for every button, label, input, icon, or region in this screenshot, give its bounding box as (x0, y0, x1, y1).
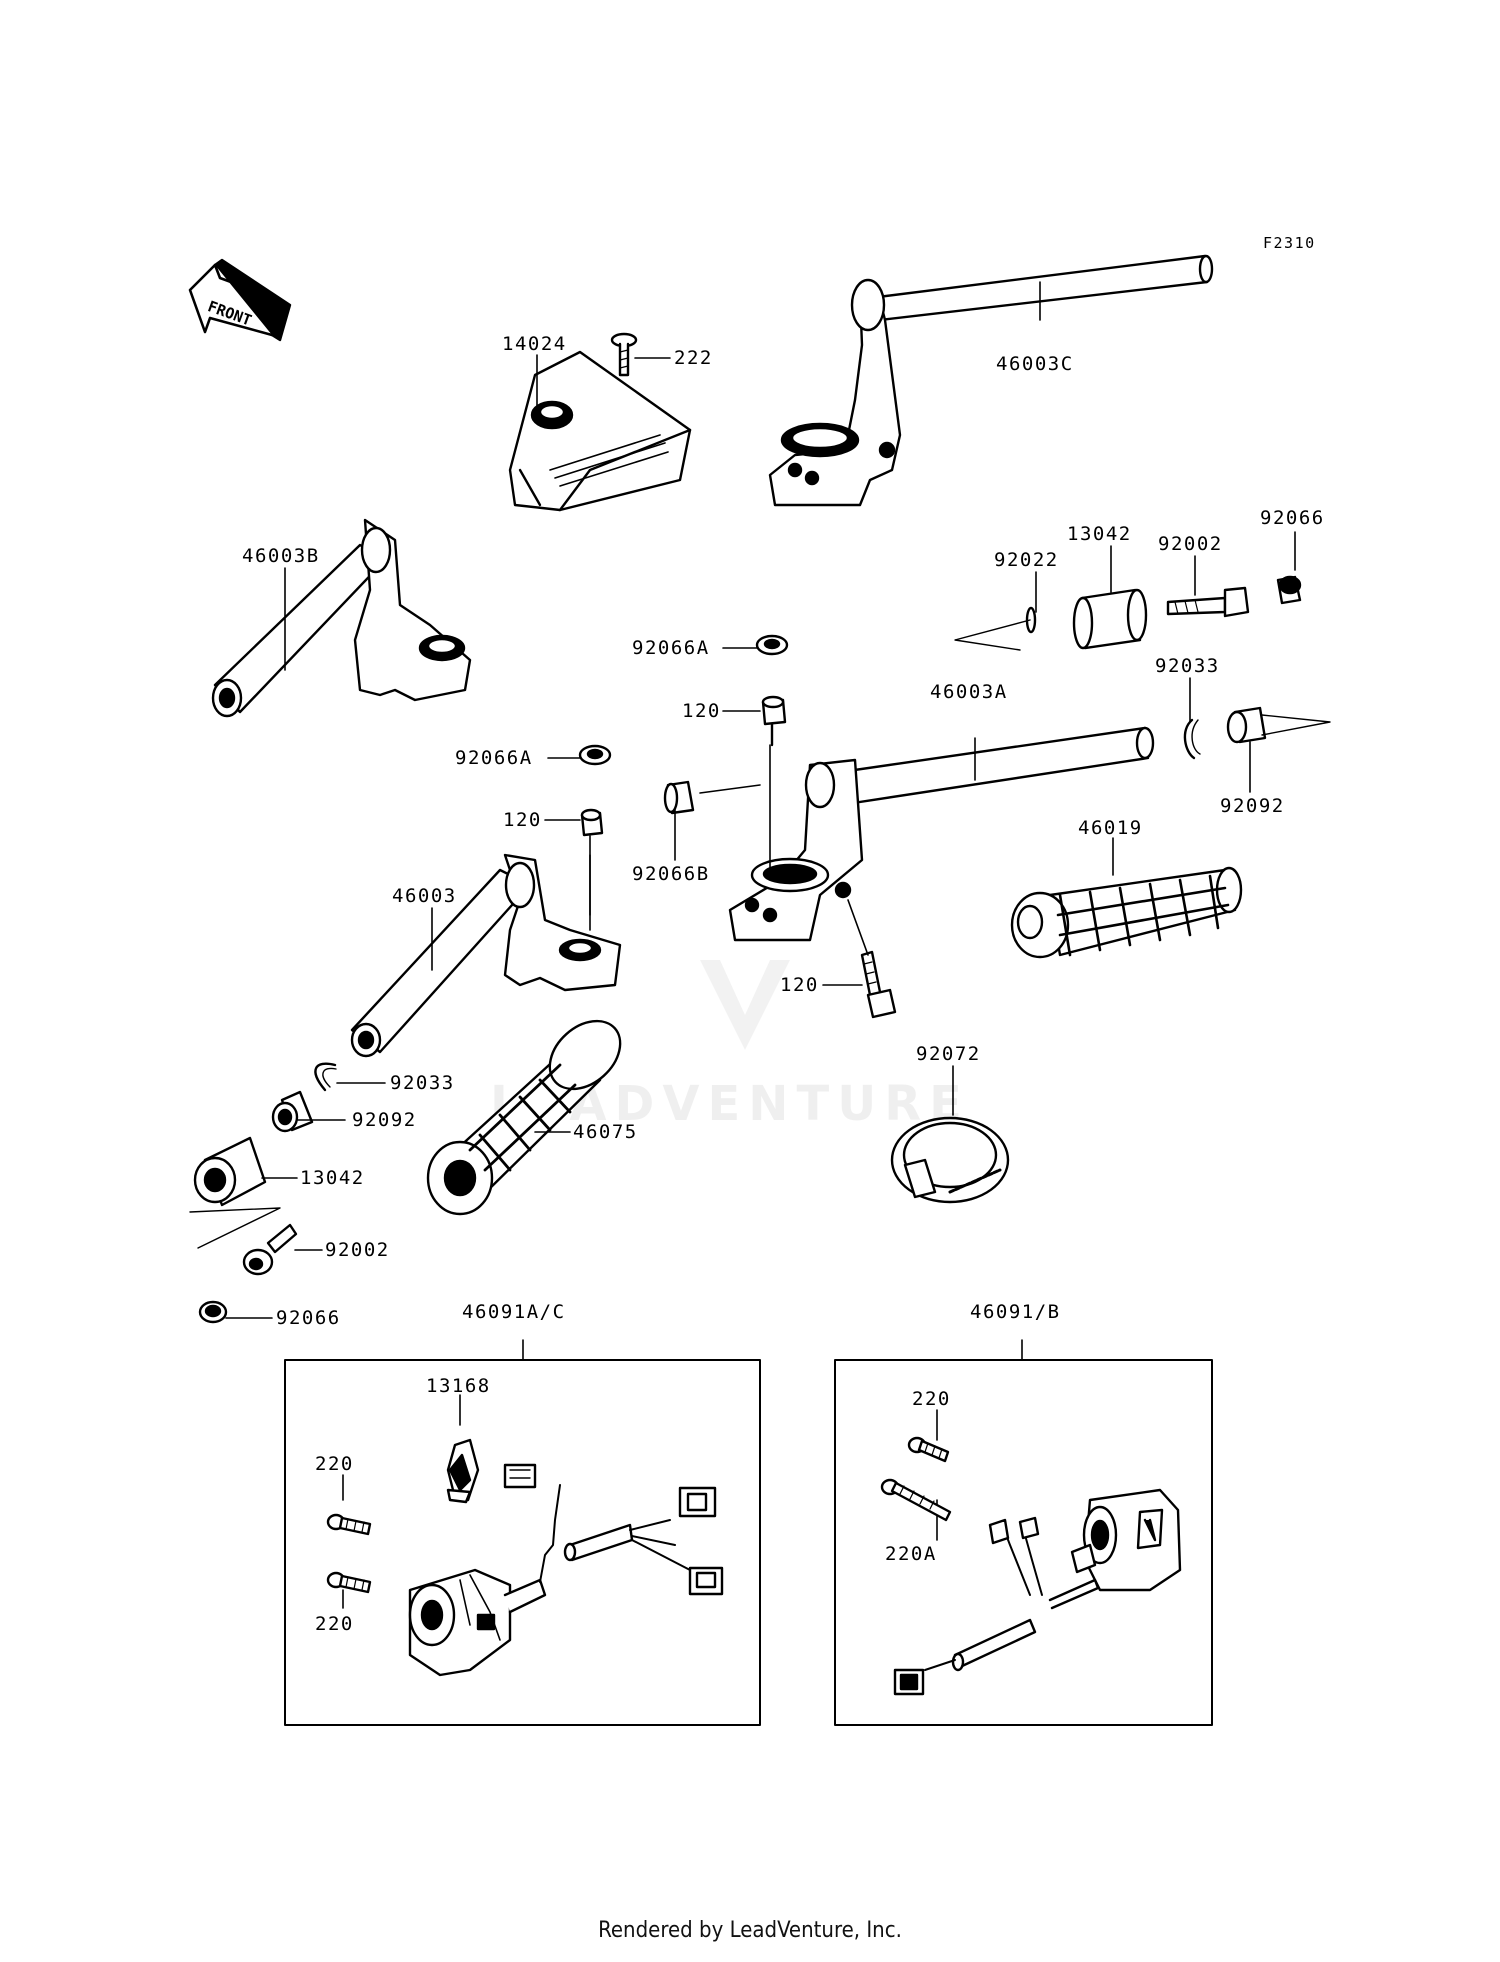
part-46003C-handlebar (768, 254, 1214, 507)
part-number: 92066A (632, 637, 710, 659)
part-92066A-washer (578, 744, 612, 766)
footer-credit: Rendered by LeadVenture, Inc. (598, 1918, 902, 1943)
part-92066-plug (1276, 575, 1302, 605)
part-222-screw (610, 332, 638, 377)
part-number: 220A (885, 1543, 937, 1565)
part-92033-circlip (1183, 718, 1201, 760)
part-92092-collar (1226, 706, 1331, 744)
part-92002-bolt (242, 1223, 298, 1276)
part-92072-band (890, 1116, 1010, 1204)
part-92022-circlip (954, 606, 1037, 651)
part-120-bolt (580, 808, 604, 916)
part-number: 46003C (996, 353, 1074, 375)
part-number: 92072 (916, 1043, 981, 1065)
part-46003A-handlebar (699, 726, 1155, 942)
front-arrow-icon: FRONT (188, 258, 292, 342)
part-220-screw (907, 1436, 950, 1463)
part-number: 220 (315, 1453, 354, 1475)
part-number: 120 (780, 974, 819, 996)
part-120-bolt (847, 899, 897, 1019)
part-number: 92066B (632, 863, 710, 885)
part-number: 46003B (242, 545, 320, 567)
part-46003-handlebar (350, 853, 622, 1058)
part-number: 92033 (1155, 655, 1220, 677)
part-92066B-plug (663, 780, 695, 815)
part-number: 222 (674, 347, 713, 369)
part-number: 120 (503, 809, 542, 831)
part-switch-housing-left (408, 1463, 724, 1677)
part-number: 14024 (502, 333, 567, 355)
part-46019-grip (1010, 866, 1243, 959)
part-number: 92066A (455, 747, 533, 769)
part-labels: F2310 14024 222 46003C 46003B 92066A 920… (242, 234, 1325, 1635)
part-46075-grip (426, 1019, 622, 1216)
part-number: 220 (315, 1613, 354, 1635)
part-220-screw (326, 1513, 372, 1536)
part-92092-collar (271, 1090, 314, 1133)
part-120-bolt (761, 695, 787, 747)
part-number: 13042 (1067, 523, 1132, 545)
part-220-screw (326, 1571, 372, 1594)
part-92066A-washer (755, 634, 789, 656)
part-13042-weight (189, 1136, 281, 1249)
part-number: 46091A/C (462, 1301, 566, 1323)
part-number: 92066 (276, 1307, 341, 1329)
part-number: 46003 (392, 885, 457, 907)
part-14024-bracket (508, 350, 692, 512)
part-number: 120 (682, 700, 721, 722)
part-92066-plug (198, 1300, 228, 1324)
part-92033-circlip (314, 1062, 337, 1092)
part-220A-screw (880, 1478, 952, 1522)
part-number: 92092 (352, 1109, 417, 1131)
part-switch-housing-right (893, 1488, 1182, 1696)
part-number: 92066 (1260, 507, 1325, 529)
part-number: 220 (912, 1388, 951, 1410)
part-number: 92022 (994, 549, 1059, 571)
part-number: 13042 (300, 1167, 365, 1189)
kit-box-46091B (834, 1359, 1213, 1726)
part-number: 46091/B (970, 1301, 1061, 1323)
part-number: 92092 (1220, 795, 1285, 817)
part-number: 46075 (573, 1121, 638, 1143)
part-number: 46003A (930, 681, 1008, 703)
part-13042-weight (1072, 588, 1148, 650)
part-number: 92002 (1158, 533, 1223, 555)
leader-lines (225, 281, 1296, 1609)
kit-box-46091AC (284, 1359, 761, 1726)
part-46003B-handlebar (211, 518, 472, 718)
part-number: 92033 (390, 1072, 455, 1094)
part-92002-bolt (1166, 586, 1250, 618)
part-number: 92002 (325, 1239, 390, 1261)
diagram-code: F2310 (1263, 234, 1316, 252)
part-number: 46019 (1078, 817, 1143, 839)
part-number: 13168 (426, 1375, 491, 1397)
part-13168-plate (446, 1438, 480, 1504)
